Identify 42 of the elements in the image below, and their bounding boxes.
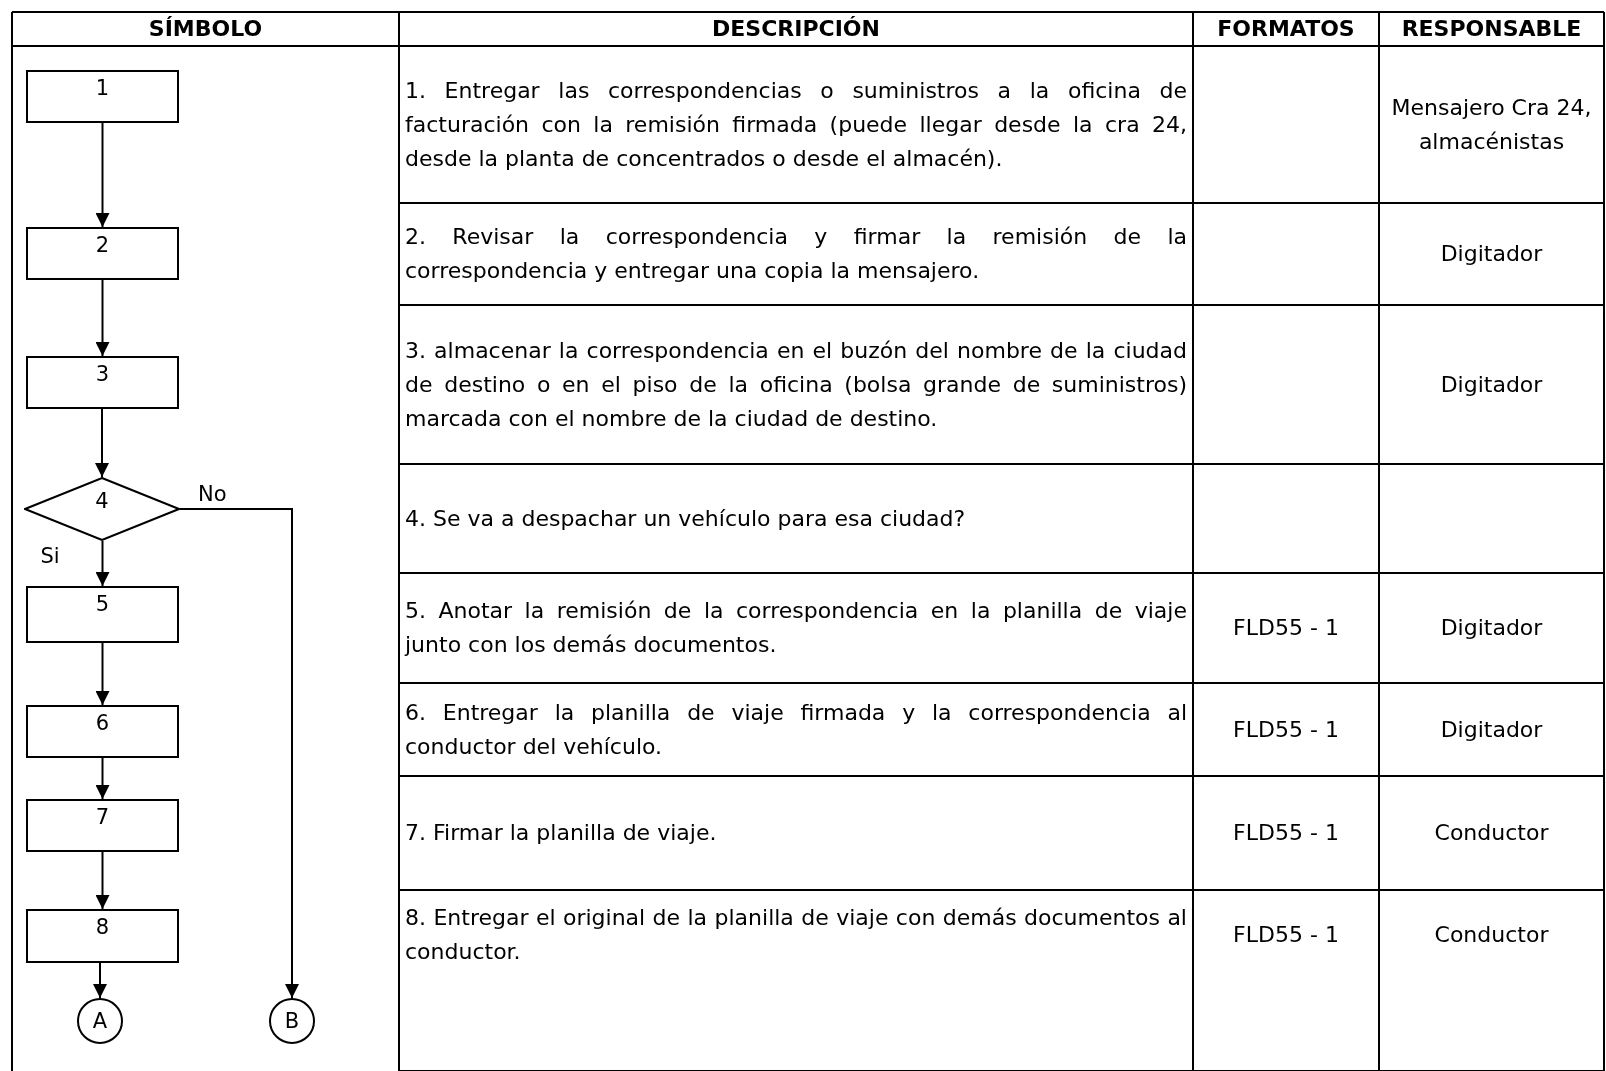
process-box: 7 <box>26 799 179 852</box>
arrow <box>93 962 107 999</box>
connector-circle: B <box>269 998 315 1044</box>
step-description: 8. Entregar el original de la planilla de viaje con demás documentos al conductor. <box>405 904 1187 966</box>
step-description: 4. Se va a despachar un vehículo para esa ciudad? <box>405 504 967 533</box>
format-code: FLD55 - 1 <box>1233 921 1339 949</box>
step-description: 7. Firmar la planilla de viaje. <box>405 819 718 847</box>
format-code: FLD55 - 1 <box>1233 614 1339 642</box>
responsible-role: Digitador <box>1440 614 1543 642</box>
arrow <box>95 279 110 357</box>
arrow <box>95 540 110 587</box>
process-box: 3 <box>26 356 179 409</box>
process-box: 6 <box>26 705 179 758</box>
connector-circle: A <box>77 998 123 1044</box>
process-box: 5 <box>26 586 179 643</box>
arrow <box>179 508 299 999</box>
responsible-role: Conductor <box>1434 921 1549 949</box>
arrow <box>95 642 110 706</box>
responsible-role: Mensajero Cra 24, almacénistas <box>1390 93 1593 156</box>
process-box: 1 <box>26 70 179 123</box>
step-description: 2. Revisar la correspondencia y firmar la remisión de la correspondencia y entregar una copia la mensajero. <box>405 223 1187 285</box>
column-header: DESCRIPCIÓN <box>711 15 881 43</box>
responsible-role: Conductor <box>1434 819 1549 847</box>
step-description: 5. Anotar la remisión de la correspondencia en la planilla de viaje junto con los demás documentos. <box>405 597 1187 659</box>
format-code: FLD55 - 1 <box>1233 819 1339 847</box>
column-header: RESPONSABLE <box>1401 15 1582 43</box>
arrow <box>95 122 110 228</box>
column-header: SÍMBOLO <box>148 15 263 43</box>
decision-diamond: 4 <box>24 477 180 541</box>
format-code: FLD55 - 1 <box>1233 715 1339 744</box>
arrow <box>95 408 109 478</box>
step-description: 6. Entregar la planilla de viaje firmada y la correspondencia al conductor del vehículo. <box>405 698 1187 761</box>
arrow <box>95 757 110 800</box>
step-description: 1. Entregar las correspondencias o suministros a la oficina de facturación con la remisión firmada (puede llegar desde la cra 24, desde la planta de concentrados o desde el almacén). <box>405 76 1187 173</box>
arrow <box>95 851 110 910</box>
responsible-role: Digitador <box>1440 370 1543 399</box>
responsible-role: Digitador <box>1440 240 1543 268</box>
column-header: FORMATOS <box>1217 15 1355 43</box>
step-description: 3. almacenar la correspondencia en el buzón del nombre de la ciudad de destino o en el piso de la oficina (bolsa grande de suministros) marcada con el nombre de la ciudad de destino. <box>405 336 1187 433</box>
responsible-role: Digitador <box>1440 715 1543 744</box>
process-box: 2 <box>26 227 179 280</box>
process-box: 8 <box>26 909 179 963</box>
